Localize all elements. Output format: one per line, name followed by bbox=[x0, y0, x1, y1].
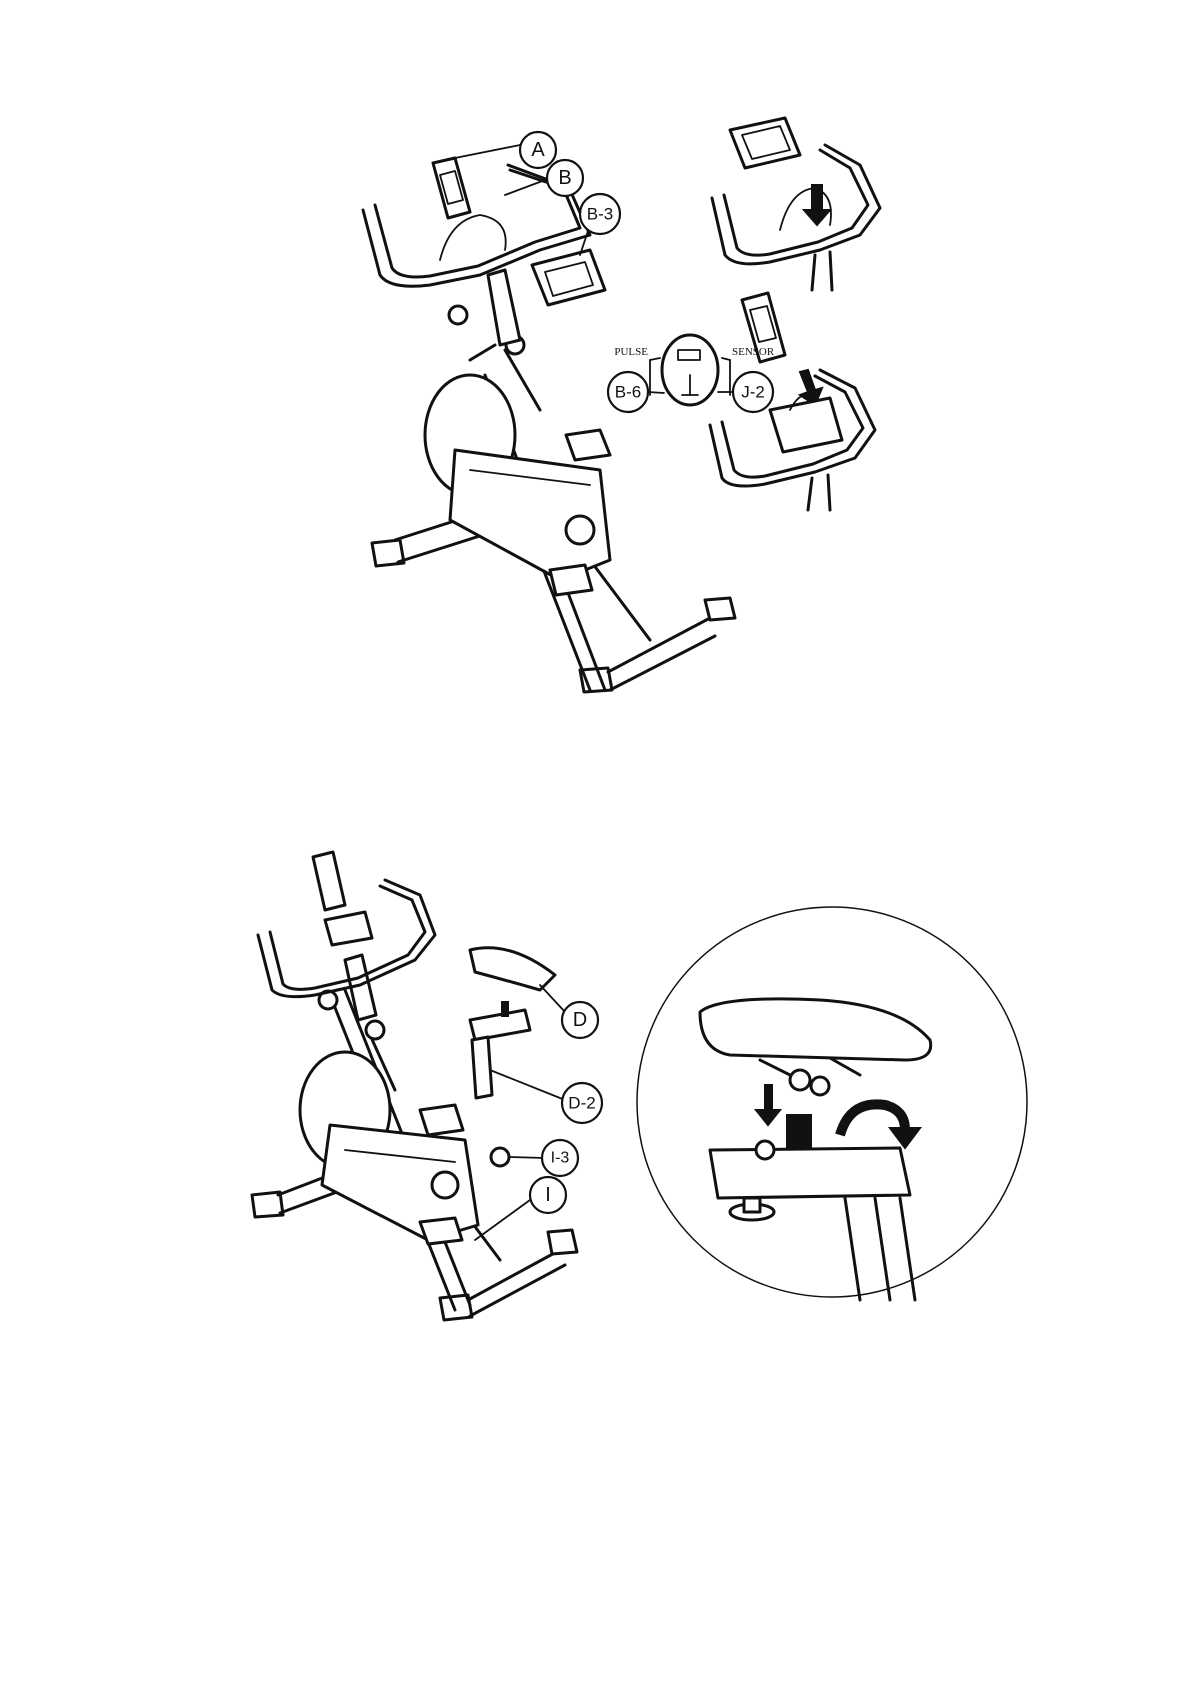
callout-B: B bbox=[547, 160, 583, 196]
callout-I: I bbox=[530, 1177, 566, 1213]
callout-D: D bbox=[562, 1002, 598, 1038]
svg-text:B: B bbox=[558, 167, 571, 189]
sensor-label: SENSOR bbox=[732, 346, 775, 358]
callout-A: A bbox=[520, 132, 556, 168]
figure1-bike bbox=[363, 145, 735, 692]
figure2-bike bbox=[252, 852, 577, 1320]
svg-text:B-6: B-6 bbox=[615, 383, 641, 402]
svg-text:A: A bbox=[531, 139, 545, 161]
callout-B-6: B-6 bbox=[608, 372, 648, 412]
svg-text:J-2: J-2 bbox=[741, 383, 765, 402]
pulse-label: PULSE bbox=[614, 346, 648, 358]
svg-text:B-3: B-3 bbox=[587, 205, 613, 224]
callout-B-3: B-3 bbox=[580, 194, 620, 234]
seat-detail-circle bbox=[637, 907, 1027, 1300]
callout-J-2: J-2 bbox=[733, 372, 773, 412]
svg-text:D-2: D-2 bbox=[568, 1094, 595, 1113]
svg-text:I: I bbox=[545, 1184, 551, 1206]
callout-I-3: I-3 bbox=[542, 1140, 578, 1176]
svg-text:I-3: I-3 bbox=[551, 1150, 570, 1167]
svg-text:D: D bbox=[573, 1009, 587, 1031]
figure1-detail-holder bbox=[712, 118, 880, 290]
callout-D-2: D-2 bbox=[562, 1083, 602, 1123]
